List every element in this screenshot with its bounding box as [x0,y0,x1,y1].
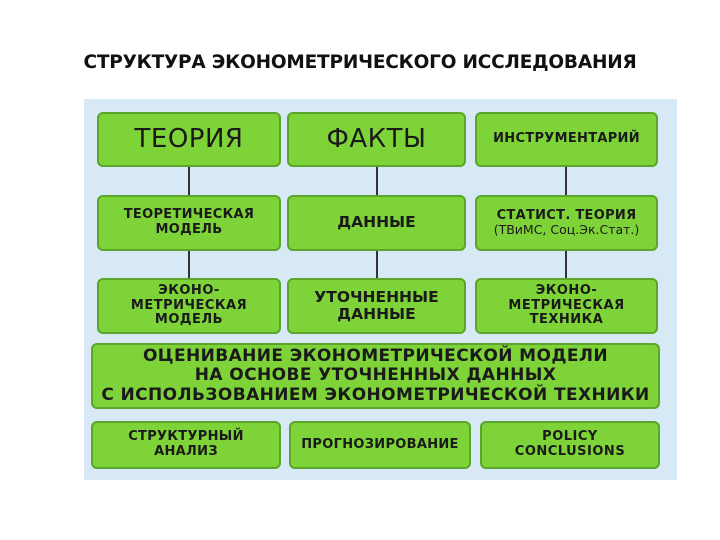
box-policy-line-1: POLICY [542,429,598,445]
box-policy: POLICY CONCLUSIONS [480,421,660,469]
box-structural-analysis-line-2: АНАЛИЗ [154,444,218,459]
box-econometric-model-line-3: МОДЕЛЬ [154,312,224,328]
box-econometric-technique: ЭКОНО- МЕТРИЧЕСКАЯ ТЕХНИКА [475,278,658,334]
box-data-label: ДАННЫЕ [337,213,416,232]
box-tools-label: ИНСТРУМЕНТАРИЙ [493,131,640,147]
box-policy-line-2: CONCLUSIONS [514,444,626,459]
connector-facts-data [376,167,378,195]
box-estimation-line-3: С ИСПОЛЬЗОВАНИЕМ ЭКОНОМЕТРИЧЕСКОЙ ТЕХНИК… [101,384,650,405]
box-econometric-model-line-1: ЭКОНО- [158,283,220,299]
box-data: ДАННЫЕ [287,195,466,251]
box-econometric-model-line-2: МЕТРИЧЕСКАЯ [130,297,248,313]
box-estimation-line-2: НА ОСНОВЕ УТОЧНЕННЫХ ДАННЫХ [194,365,557,386]
box-refined-data-line-2: ДАННЫЕ [337,305,416,323]
connector-tools-stat [565,167,567,195]
box-tools: ИНСТРУМЕНТАРИЙ [475,112,658,167]
box-refined-data: УТОЧНЕННЫЕ ДАННЫЕ [287,278,466,334]
box-theoretical-model-line-1: ТЕОРЕТИЧЕСКАЯ [123,207,255,223]
box-forecasting-label: ПРОГНОЗИРОВАНИЕ [301,436,459,452]
slide-title: СТРУКТУРА ЭКОНОМЕТРИЧЕСКОГО ИССЛЕДОВАНИЯ [83,52,637,73]
box-stat-theory-line-1: СТАТИСТ. ТЕОРИЯ [496,207,637,223]
box-stat-theory-line-2: (ТВиМС, Соц.Эк.Стат.) [493,222,640,238]
box-estimation-line-1: ОЦЕНИВАНИЕ ЭКОНОМЕТРИЧЕСКОЙ МОДЕЛИ [142,346,609,367]
box-facts: ФАКТЫ [287,112,466,167]
box-stat-theory: СТАТИСТ. ТЕОРИЯ (ТВиМС, Соц.Эк.Стат.) [475,195,658,251]
box-theoretical-model-line-2: МОДЕЛЬ [155,222,223,237]
box-forecasting: ПРОГНОЗИРОВАНИЕ [289,421,471,469]
box-facts-label: ФАКТЫ [326,123,427,154]
box-econometric-technique-line-1: ЭКОНО- [535,283,598,299]
connector-model-emodel [188,251,190,278]
box-econometric-technique-line-3: ТЕХНИКА [529,312,604,328]
box-estimation: ОЦЕНИВАНИЕ ЭКОНОМЕТРИЧЕСКОЙ МОДЕЛИ НА ОС… [91,343,660,409]
connector-data-refined [376,238,378,278]
connector-stat-technique [565,251,567,278]
box-structural-analysis-line-1: СТРУКТУРНЫЙ [128,429,244,445]
box-econometric-technique-line-2: МЕТРИЧЕСКАЯ [508,297,625,313]
box-structural-analysis: СТРУКТУРНЫЙ АНАЛИЗ [91,421,281,469]
box-econometric-model: ЭКОНО- МЕТРИЧЕСКАЯ МОДЕЛЬ [97,278,281,334]
box-refined-data-line-1: УТОЧНЕННЫЕ [314,287,439,306]
connector-theory-model [188,167,190,195]
box-theory-label: ТЕОРИЯ [134,123,244,154]
box-theory: ТЕОРИЯ [97,112,281,167]
box-theoretical-model: ТЕОРЕТИЧЕСКАЯ МОДЕЛЬ [97,195,281,251]
